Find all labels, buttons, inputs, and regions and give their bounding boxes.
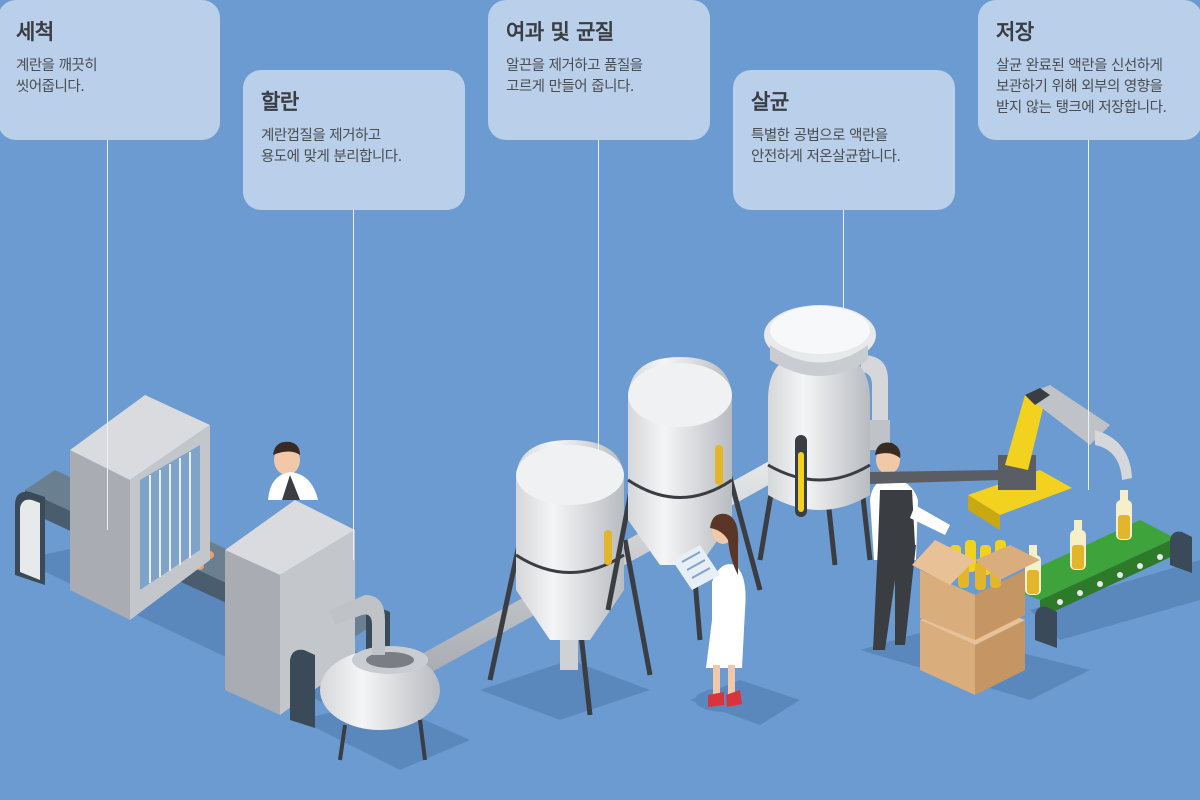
mixing-tank — [320, 595, 440, 761]
worker-box — [870, 442, 950, 650]
washing-machine — [70, 395, 210, 620]
step-desc-sterilize-line-1: 특별한 공법으로 액란을 — [751, 128, 888, 144]
step-desc-crack-line-2: 용도에 맞게 분리합니다. — [261, 149, 402, 165]
callout-crack: 할란 계란껍질을 제거하고 용도에 맞게 분리합니다. — [243, 70, 465, 210]
bottles — [1025, 490, 1132, 595]
step-desc-wash-line-1: 계란을 깨끗히 — [16, 58, 98, 74]
step-desc-wash-line-2: 씻어줍니다. — [16, 79, 85, 95]
step-desc-sterilize-line-2: 안전하게 저온살균합니다. — [751, 149, 901, 165]
step-desc-filter-line-1: 알끈을 제거하고 품질을 — [506, 58, 643, 74]
step-desc-crack-line-1: 계란껍질을 제거하고 — [261, 128, 381, 144]
leader-line-wash — [107, 140, 108, 530]
step-desc-storage-line-2: 보관하기 위해 외부의 영향을 — [996, 79, 1163, 95]
leader-line-storage — [1088, 140, 1089, 490]
worker-breaking — [268, 441, 318, 500]
step-title-storage: 저장 — [996, 20, 1034, 44]
sterilizer-tank — [757, 305, 890, 566]
step-desc-storage-line-1: 살균 완료된 액란을 신선하게 — [996, 58, 1163, 74]
leader-line-crack — [353, 210, 354, 560]
filter-tank-1 — [487, 440, 653, 716]
step-title-crack: 할란 — [261, 90, 299, 114]
leader-line-sterilize — [843, 210, 844, 310]
step-desc-filter-line-2: 고르게 만들어 줍니다. — [506, 79, 634, 95]
filter-tank-2 — [605, 357, 763, 641]
callout-wash: 세척 계란을 깨끗히 씻어줍니다. — [0, 0, 220, 140]
robot-arm — [968, 385, 1132, 530]
step-title-sterilize: 살균 — [751, 90, 789, 114]
step-title-wash: 세척 — [16, 20, 54, 44]
bottle-conveyor — [1000, 520, 1192, 648]
callout-filter: 여과 및 균질 알끈을 제거하고 품질을 고르게 만들어 줍니다. — [488, 0, 710, 140]
connection-arm — [870, 470, 1000, 484]
boxes — [912, 540, 1040, 695]
worker-clipboard — [672, 513, 755, 712]
callout-storage: 저장 살균 완료된 액란을 신선하게 보관하기 위해 외부의 영향을 받지 않는… — [978, 0, 1200, 140]
step-title-filter: 여과 및 균질 — [506, 20, 614, 44]
callout-sterilize: 살균 특별한 공법으로 액란을 안전하게 저온살균합니다. — [733, 70, 955, 210]
step-desc-storage-line-3: 받지 않는 탱크에 저장합니다. — [996, 100, 1167, 116]
leader-line-filter — [598, 140, 599, 450]
